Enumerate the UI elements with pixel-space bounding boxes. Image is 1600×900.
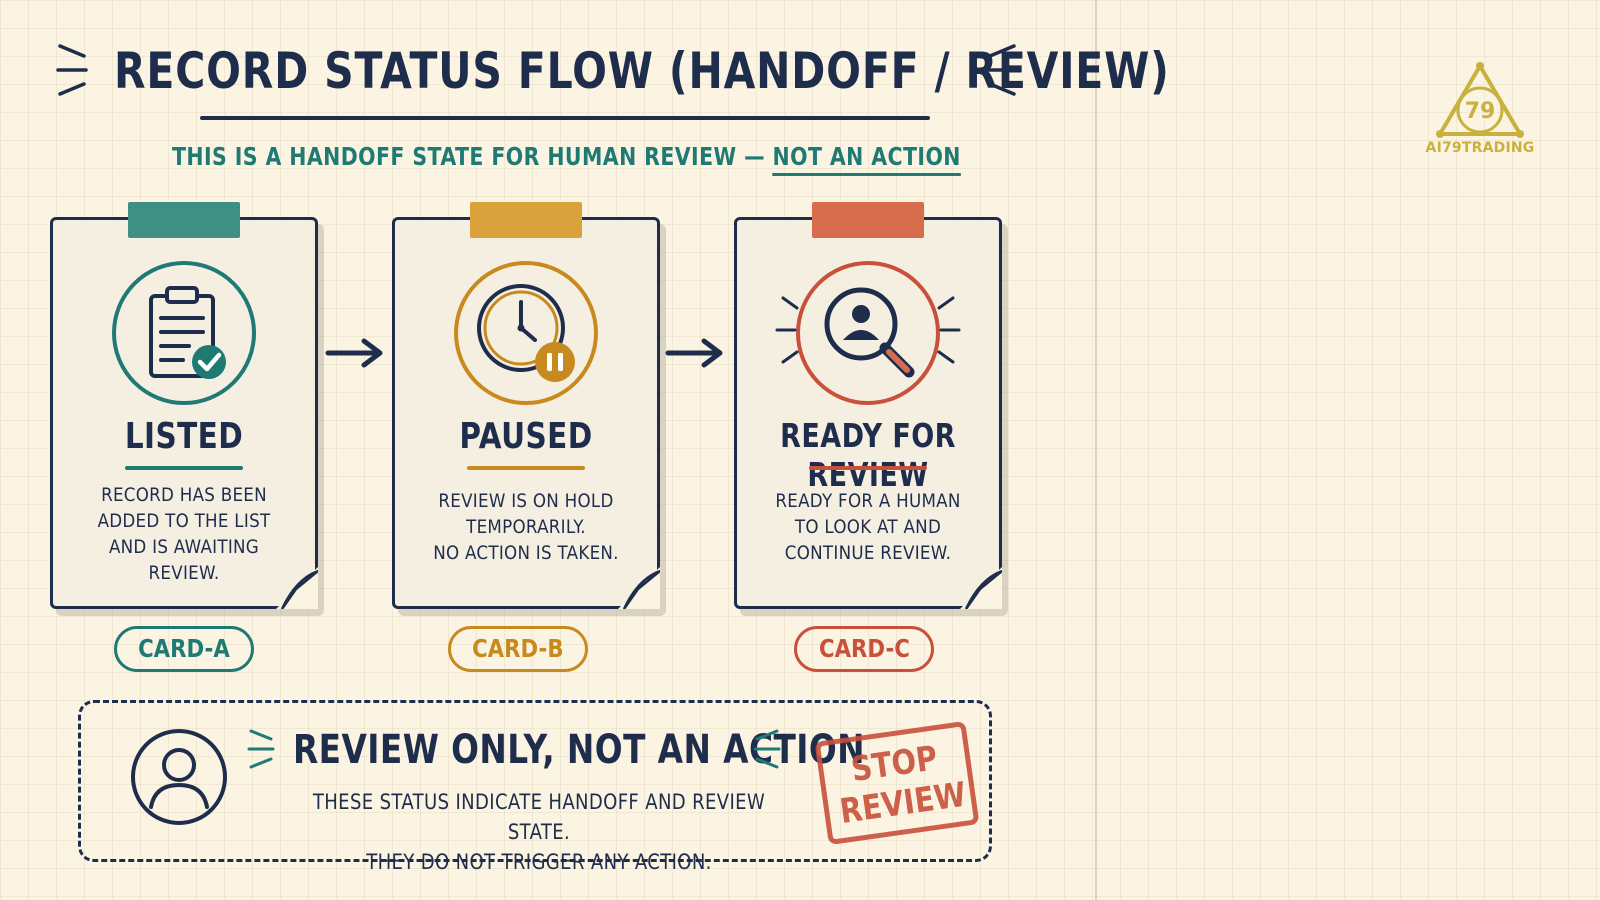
flow-arrow-icon <box>325 338 383 368</box>
title-burst-left-icon <box>56 44 88 96</box>
card-tape <box>128 202 240 238</box>
card-description-line: TEMPORARILY. <box>466 516 586 538</box>
clock-pause-icon <box>454 261 598 405</box>
card-description-line: ADDED TO THE LIST <box>97 510 271 532</box>
title-underline <box>200 116 930 120</box>
review-note: REVIEW ONLY, NOT AN ACTION THESE STATUS … <box>78 700 992 874</box>
card-rule <box>125 466 243 470</box>
page-divider <box>1095 0 1097 900</box>
card-description-line: READY FOR A HUMAN <box>775 490 961 512</box>
note-text: THESE STATUS INDICATE HANDOFF AND REVIEW… <box>269 787 809 877</box>
card-title: LISTED <box>124 416 244 457</box>
magnifier-person-icon <box>775 261 961 405</box>
page-curl-icon <box>276 567 318 609</box>
card-rule <box>467 466 585 470</box>
card-description-line: AND IS AWAITING <box>108 536 260 558</box>
card-tag-c: CARD-C <box>794 626 934 672</box>
card-rule <box>809 466 927 470</box>
card-tag-label: CARD-B <box>472 634 564 663</box>
card-title: PAUSED <box>459 416 593 457</box>
page-subtitle: THIS IS A HANDOFF STATE FOR HUMAN REVIEW… <box>172 142 961 176</box>
subtitle-emphasis: NOT AN ACTION <box>772 142 961 176</box>
ai79trading-logo-icon: 79 <box>1436 62 1524 138</box>
card-tag-label: CARD-A <box>138 634 230 663</box>
card-description: READY FOR A HUMAN TO LOOK AT AND CONTINU… <box>765 488 971 566</box>
card-tag-a: CARD-A <box>114 626 254 672</box>
flow-arrow-icon <box>665 338 723 368</box>
note-line: THEY DO NOT TRIGGER ANY ACTION. <box>366 850 712 874</box>
card-tag-b: CARD-B <box>448 626 588 672</box>
title-burst-right-icon <box>986 44 1018 96</box>
note-line: THESE STATUS INDICATE HANDOFF AND REVIEW… <box>312 790 766 844</box>
status-card-paused: PAUSED REVIEW IS ON HOLD TEMPORARILY. NO… <box>392 202 660 609</box>
note-burst-right-icon <box>753 729 781 769</box>
person-avatar-icon <box>131 729 227 825</box>
page-curl-icon <box>960 567 1002 609</box>
card-description: REVIEW IS ON HOLD TEMPORARILY. NO ACTION… <box>423 488 629 566</box>
card-description-line: RECORD HAS BEEN <box>101 484 267 506</box>
status-card-listed: LISTED RECORD HAS BEEN ADDED TO THE LIST… <box>50 202 318 609</box>
subtitle-main: THIS IS A HANDOFF STATE FOR HUMAN REVIEW… <box>172 142 773 171</box>
logo-mark: 79 <box>1465 99 1496 124</box>
card-title: READY FOR REVIEW <box>780 416 956 494</box>
card-tape <box>470 202 582 238</box>
card-description: RECORD HAS BEEN ADDED TO THE LIST AND IS… <box>81 482 287 586</box>
page-title: RECORD STATUS FLOW (HANDOFF / REVIEW) <box>114 42 1170 100</box>
card-description-line: TO LOOK AT AND <box>794 516 942 538</box>
card-tape <box>812 202 924 238</box>
card-description-line: REVIEW. <box>148 562 220 584</box>
page-curl-icon <box>618 567 660 609</box>
card-description-line: NO ACTION IS TAKEN. <box>433 542 619 564</box>
card-description-line: CONTINUE REVIEW. <box>784 542 952 564</box>
stop-review-stamp: STOP REVIEW <box>814 720 980 846</box>
status-card-ready-for-review: READY FOR REVIEW READY FOR A HUMAN TO LO… <box>734 202 1002 609</box>
logo-text: AI79TRADING <box>1425 140 1535 156</box>
card-tag-label: CARD-C <box>818 634 910 663</box>
clipboard-check-icon <box>112 261 256 405</box>
card-description-line: REVIEW IS ON HOLD <box>438 490 614 512</box>
note-burst-left-icon <box>247 729 275 769</box>
